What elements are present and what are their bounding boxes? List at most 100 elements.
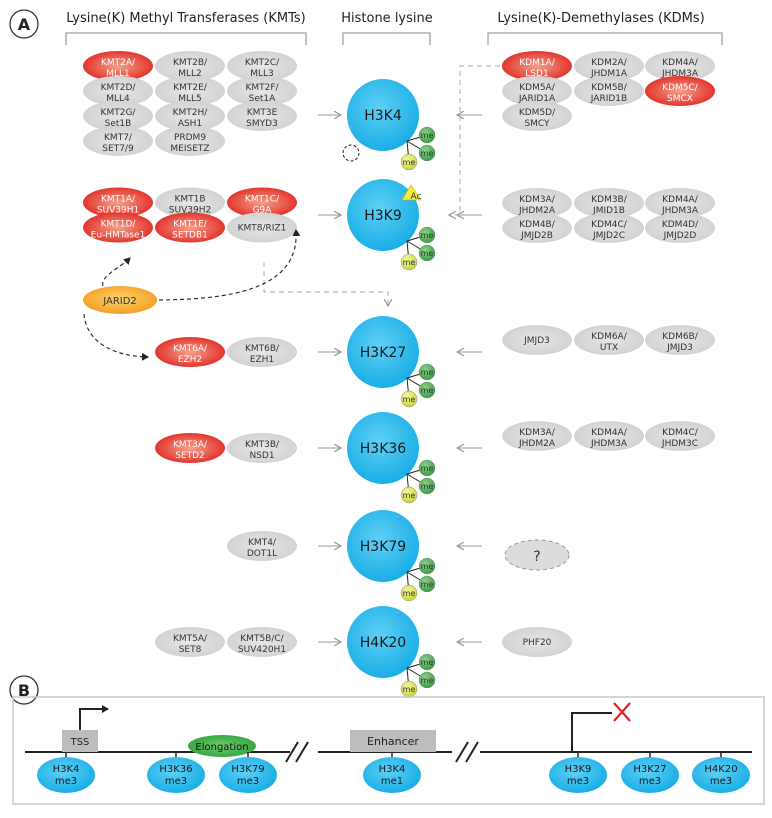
demethylase-node [645,421,715,451]
elongation-node [188,735,256,757]
methyl-label: me [421,562,434,571]
demethylase-node [502,76,572,106]
demethylase-node-label: KDM5D/ [519,108,556,118]
demethylase-node [574,421,644,451]
jarid2-label: JARID2 [102,296,137,307]
methyltransferase-node-label: PRDM9 [174,133,206,143]
demethylase-node-label: JHDM3A [661,69,699,79]
methyltransferase-node [83,187,153,218]
methyltransferase-node [155,337,225,367]
repressed-promoter [571,712,612,752]
histone-state-label: me3 [165,776,187,787]
demethylase-node-label: KDM5C/ [662,83,699,93]
methyltransferase-node-label: KMT1B [174,195,205,205]
histone-node [347,412,419,484]
break-mark [295,741,309,763]
jarid2-node [83,286,157,314]
empty-methyl-site-mark [342,144,360,162]
methyltransferase-node [83,76,153,106]
demethylase-node-label: JMJD2C [592,231,625,241]
histone-state-node [549,757,607,793]
histone-state-node [692,757,750,793]
demethylase-node-label: PHF20 [523,638,552,648]
demethylase-node-label: KDM4A/ [591,428,627,438]
demethylase-node-label: JHDM1A [590,69,628,79]
methyl-mark [400,486,418,504]
methyltransferase-node-label: DOT1L [247,549,277,559]
histone-state-label: H3K27 [633,764,666,775]
methyl-label: me [421,231,434,240]
demethylase-node-label: JHDM3A [661,206,699,216]
methyltransferase-node [227,187,297,218]
demethylase-node [502,421,572,451]
methyltransferase-node [227,51,297,81]
histone-node [347,510,419,582]
elongation-label: Elongation [195,742,248,753]
acetyl-label: Ac [411,192,422,202]
methyl-mark [418,226,436,244]
histone-label: H3K9 [364,208,402,224]
methyltransferase-node [83,212,153,243]
demethylase-node-label: KDM4C/ [662,428,699,438]
methyl-label: me [421,658,434,667]
kdm-header: Lysine(K)-Demethylases (KDMs) [497,11,704,26]
methyl-mark [418,244,436,262]
methyl-label: me [421,580,434,589]
active-transcription-arrow [79,705,109,730]
methyltransferase-node-label: MLL3 [250,69,274,79]
histone-state-label: H4K20 [704,764,737,775]
methyl-label: me [421,131,434,140]
demethylase-node [574,325,644,355]
demethylase-node [574,76,644,106]
demethylase-node-label: JMJD1B [592,206,625,216]
histone-node [347,316,419,388]
methyltransferase-node-label: Set1A [249,94,277,104]
tss-box [62,730,98,752]
histone-label: H3K79 [360,539,406,555]
demethylase-node-label: KDM3A/ [519,195,555,205]
demethylase-node-label: KDM1A/ [519,58,555,68]
demethylase-node [502,188,572,218]
histone-label: H4K20 [360,635,406,651]
methyltransferase-node-label: SUV39H1 [97,206,139,216]
methyltransferase-node-label: KMT4/ [248,538,277,548]
methyl-mark [418,381,436,399]
histone-state-label: me3 [55,776,77,787]
demethylase-node [574,51,644,81]
demethylase-node [645,325,715,355]
histone-state-label: H3K4 [53,764,80,775]
methyltransferase-node-label: Set1B [105,119,132,129]
panel-a-badge [9,9,39,39]
histone-state-label: me3 [567,776,589,787]
methyltransferase-node-label: KMT3B/ [245,440,280,450]
demethylase-node-label: UTX [600,343,618,353]
tss-label: TSS [70,737,90,748]
methyltransferase-node-label: KMT3E [247,108,278,118]
repression-cross [613,702,631,722]
demethylase-node-label: JARID1A [518,94,556,104]
demethylase-node [502,213,572,243]
methyltransferase-node-label: SET7/9 [102,144,134,154]
methyltransferase-node-label: EZH2 [178,355,202,365]
methyltransferase-node [227,212,297,243]
methyl-mark [418,557,436,575]
demethylase-node-label: JARID1B [590,94,627,104]
demethylase-node-label: JHDM3C [661,439,698,449]
demethylase-node [574,213,644,243]
methyltransferase-node-label: MLL4 [106,94,130,104]
demethylase-node-label: KDM4B/ [519,220,555,230]
demethylase-node [645,76,715,106]
histone-node [347,79,419,151]
methyl-label: me [421,249,434,258]
methyltransferase-node-label: SUV39H2 [169,206,211,216]
methyltransferase-node-label: KMT2A/ [101,58,136,68]
histone-label: H3K4 [364,108,402,124]
methyl-label: me [403,685,416,694]
jarid2-to-kmt1d-arrow [102,257,131,287]
methyl-mark [418,653,436,671]
methyltransferase-node-label: KMT6A/ [173,344,208,354]
acetyl-mark [401,184,422,201]
methyltransferase-node [155,433,225,463]
demethylase-node-label: KDM5A/ [519,83,555,93]
